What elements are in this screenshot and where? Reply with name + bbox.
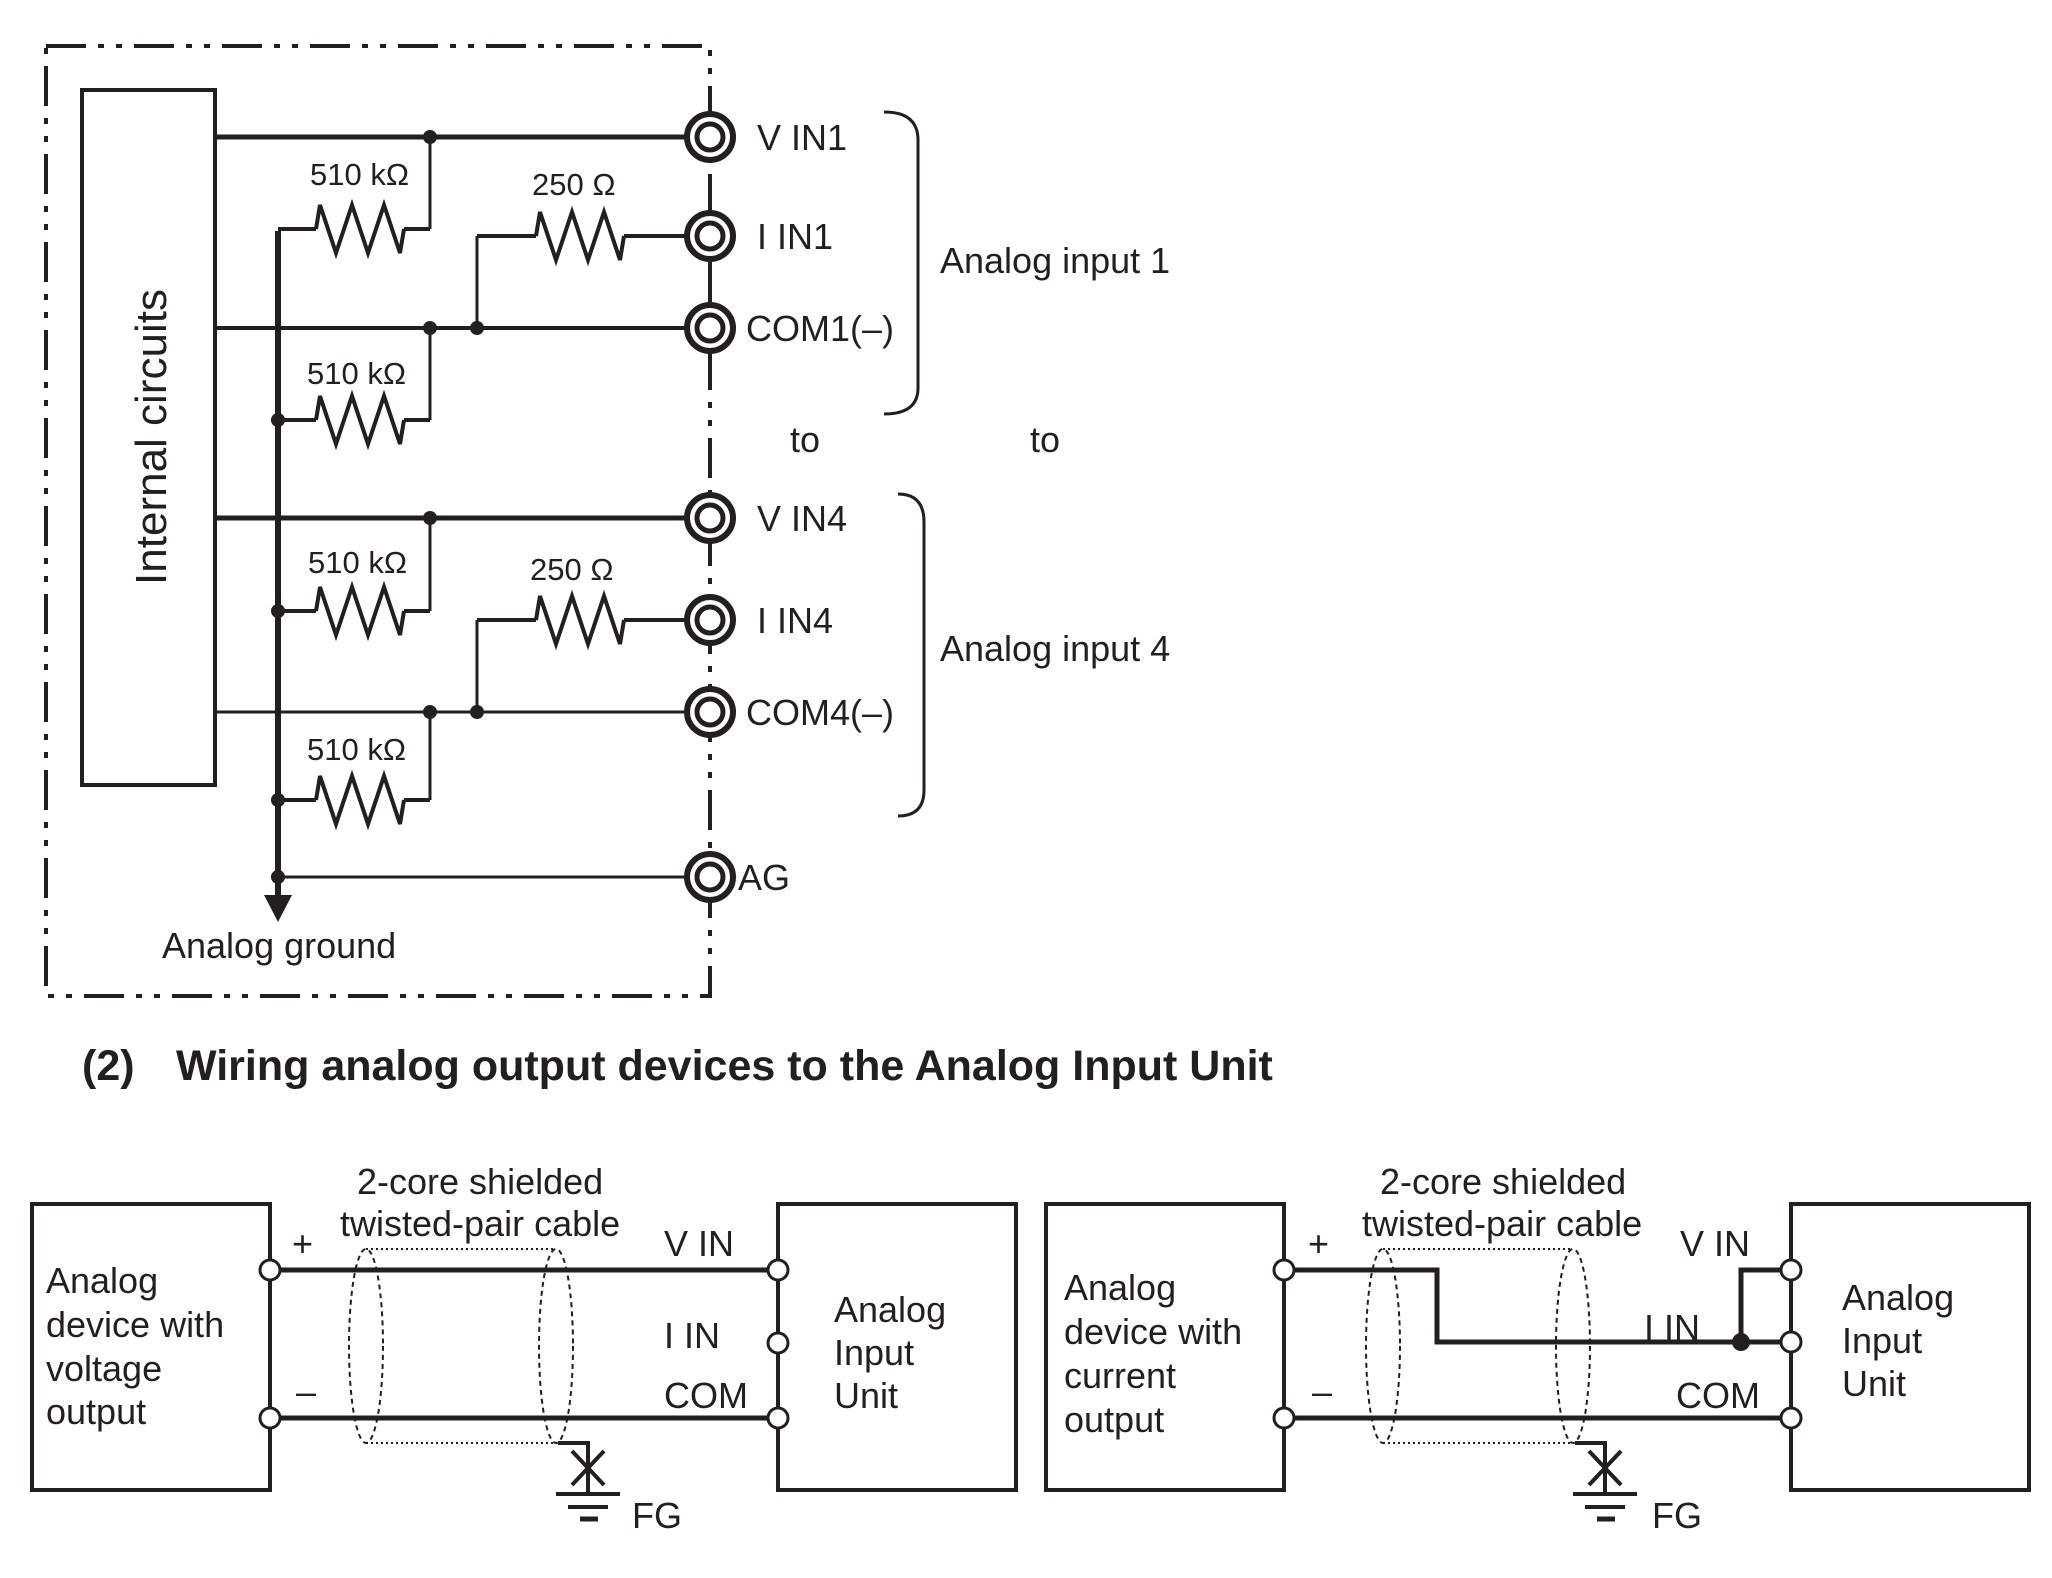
unit-label-line: Unit	[834, 1375, 898, 1416]
analog-device-box	[1044, 1202, 1286, 1492]
unit-label-line: Input	[834, 1332, 914, 1373]
unit-vin-terminal	[1779, 1258, 1803, 1282]
plus-label: +	[1308, 1223, 1329, 1264]
unit-vin-terminal	[766, 1258, 790, 1282]
internal-circuits-block: Internal circuits	[80, 88, 217, 787]
group-label: Analog input 4	[940, 628, 1170, 669]
device-label-line: Analog	[1064, 1267, 1176, 1308]
device-minus-terminal	[1272, 1406, 1296, 1430]
device-label-line: device with	[46, 1304, 224, 1345]
terminal-vin4: V IN4	[684, 492, 847, 544]
terminal-label: V IN1	[757, 117, 847, 158]
terminal-com4: COM4(–)	[684, 686, 894, 738]
cable-shield-icon	[1365, 1248, 1591, 1444]
current-output-wiring-diagram: Analog device with current output Analog…	[1044, 1161, 2031, 1536]
junction-dot	[1732, 1333, 1750, 1351]
minus-label: –	[296, 1371, 316, 1412]
analog-ground-bus: Analog ground	[162, 231, 396, 966]
range-to-label: to	[790, 419, 820, 460]
range-to-label: to	[1030, 419, 1060, 460]
resistor-label: 510 kΩ	[307, 356, 406, 391]
com-label: COM	[1676, 1375, 1760, 1416]
section-heading: (2) Wiring analog output devices to the …	[82, 1042, 1273, 1090]
device-label-line: output	[46, 1391, 146, 1432]
terminal-iin1: I IN1	[684, 210, 833, 262]
unit-com-terminal	[1779, 1406, 1803, 1430]
resistor-label: 250 Ω	[530, 552, 614, 587]
device-plus-terminal	[258, 1258, 282, 1282]
resistor-icon	[314, 394, 406, 446]
device-plus-terminal	[1272, 1258, 1296, 1282]
analog-ground-label: Analog ground	[162, 925, 396, 966]
terminal-label: COM4(–)	[746, 692, 894, 733]
terminal-iin4: I IN4	[684, 594, 833, 646]
device-label-line: current	[1064, 1355, 1176, 1396]
voltage-output-wiring-diagram: Analog device with voltage output Analog…	[30, 1161, 1018, 1536]
analog-input-1-bracket: Analog input 1	[883, 110, 1170, 416]
resistor-icon	[314, 585, 406, 637]
group-label: Analog input 1	[940, 240, 1170, 281]
unit-label-line: Analog	[834, 1289, 946, 1330]
ag-circuit	[271, 870, 690, 884]
device-label-line: device with	[1064, 1311, 1242, 1352]
device-label-line: Analog	[46, 1260, 158, 1301]
ground-arrow-icon	[264, 895, 292, 922]
device-minus-terminal	[258, 1406, 282, 1430]
cable-label-line: 2-core shielded	[1380, 1161, 1626, 1202]
resistor-icon	[534, 210, 626, 262]
fg-label: FG	[1652, 1495, 1702, 1536]
analog-input-4-bracket: Analog input 4	[897, 492, 1170, 818]
frame-ground-icon: FG	[1573, 1441, 1702, 1536]
vin-label: V IN	[1680, 1223, 1750, 1264]
terminal-label: I IN1	[757, 216, 833, 257]
cable-label-line: twisted-pair cable	[1362, 1203, 1642, 1244]
iin-label: I IN	[664, 1315, 720, 1356]
terminal-label: V IN4	[757, 498, 847, 539]
fg-label: FG	[632, 1495, 682, 1536]
terminal-com1: COM1(–)	[684, 302, 894, 354]
cable-label-line: 2-core shielded	[357, 1161, 603, 1202]
device-label-line: output	[1064, 1399, 1164, 1440]
plus-label: +	[292, 1223, 313, 1264]
terminal-ag: AG	[684, 851, 790, 903]
com-label: COM	[664, 1375, 748, 1416]
unit-enclosure-boundary	[44, 44, 712, 998]
analog-device-box	[30, 1202, 272, 1492]
unit-com-terminal	[766, 1406, 790, 1430]
resistor-label: 510 kΩ	[308, 545, 407, 580]
resistor-label: 250 Ω	[532, 167, 616, 202]
terminal-block: V IN1 I IN1 COM1(–) V IN4 I IN4 COM4(–)	[684, 111, 894, 903]
analog-input-4-circuit: 510 kΩ 250 Ω 510 kΩ	[213, 511, 690, 826]
terminal-label: AG	[738, 857, 790, 898]
unit-label-line: Unit	[1842, 1363, 1906, 1404]
cable-shield-icon	[348, 1248, 574, 1444]
resistor-label: 510 kΩ	[307, 732, 406, 767]
unit-iin-terminal	[1779, 1330, 1803, 1354]
internal-circuits-label: Internal circuits	[127, 289, 176, 585]
frame-ground-icon: FG	[556, 1441, 682, 1536]
resistor-icon	[314, 774, 406, 826]
resistor-label: 510 kΩ	[310, 157, 409, 192]
unit-label-line: Input	[1842, 1320, 1922, 1361]
unit-label-line: Analog	[1842, 1277, 1954, 1318]
terminal-vin1: V IN1	[684, 111, 847, 163]
section-title: Wiring analog output devices to the Anal…	[176, 1042, 1273, 1090]
cable-label-line: twisted-pair cable	[340, 1203, 620, 1244]
resistor-icon	[534, 594, 626, 646]
device-label-line: voltage	[46, 1348, 162, 1389]
minus-label: –	[1312, 1371, 1332, 1412]
analog-input-1-circuit: 510 kΩ 250 Ω 510 kΩ	[213, 130, 690, 446]
unit-iin-terminal	[766, 1331, 790, 1355]
terminal-label: I IN4	[757, 600, 833, 641]
section-number: (2)	[82, 1042, 135, 1090]
vin-label: V IN	[664, 1223, 734, 1264]
iin-label: I IN	[1644, 1307, 1700, 1348]
terminal-label: COM1(–)	[746, 308, 894, 349]
resistor-icon	[314, 203, 406, 255]
